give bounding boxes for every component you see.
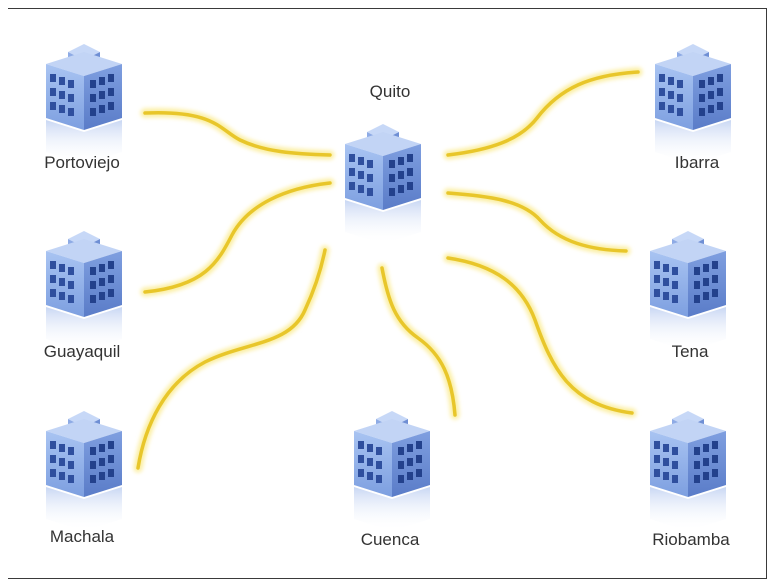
link-glow-portoviejo bbox=[140, 108, 335, 160]
site-label-ibarra: Ibarra bbox=[674, 153, 720, 172]
link-quito-riobamba bbox=[446, 256, 634, 415]
building-icon-guayaquil bbox=[36, 225, 132, 353]
link-quito-ibarra bbox=[446, 70, 640, 157]
site-label-portoviejo: Portoviejo bbox=[44, 153, 120, 172]
building-icon-quito bbox=[335, 118, 431, 246]
site-label-riobamba: Riobamba bbox=[652, 530, 730, 549]
building-icon-ibarra bbox=[645, 38, 741, 166]
building-icon-tena bbox=[640, 225, 736, 353]
link-glow-ibarra bbox=[443, 67, 643, 160]
site-label-guayaquil: Guayaquil bbox=[43, 342, 121, 361]
hub-label-quito: Quito bbox=[369, 82, 411, 101]
link-quito-guayaquil bbox=[143, 181, 332, 294]
link-quito-machala bbox=[136, 248, 327, 470]
diagram-frame bbox=[8, 8, 767, 579]
building-icon-riobamba bbox=[640, 405, 736, 533]
building-icon-machala bbox=[36, 405, 132, 533]
link-glow-cuenca bbox=[377, 263, 460, 420]
link-quito-cuenca bbox=[380, 266, 457, 417]
site-label-machala: Machala bbox=[49, 527, 115, 546]
site-label-tena: Tena bbox=[671, 342, 709, 361]
link-quito-portoviejo bbox=[143, 110, 332, 157]
link-glow-tena bbox=[443, 188, 631, 256]
building-icon-cuenca bbox=[344, 405, 440, 533]
building-icon-portoviejo bbox=[36, 38, 132, 166]
link-glow-guayaquil bbox=[140, 178, 335, 297]
site-label-cuenca: Cuenca bbox=[360, 530, 420, 549]
link-quito-tena bbox=[446, 191, 628, 253]
link-glow-machala bbox=[133, 245, 330, 473]
